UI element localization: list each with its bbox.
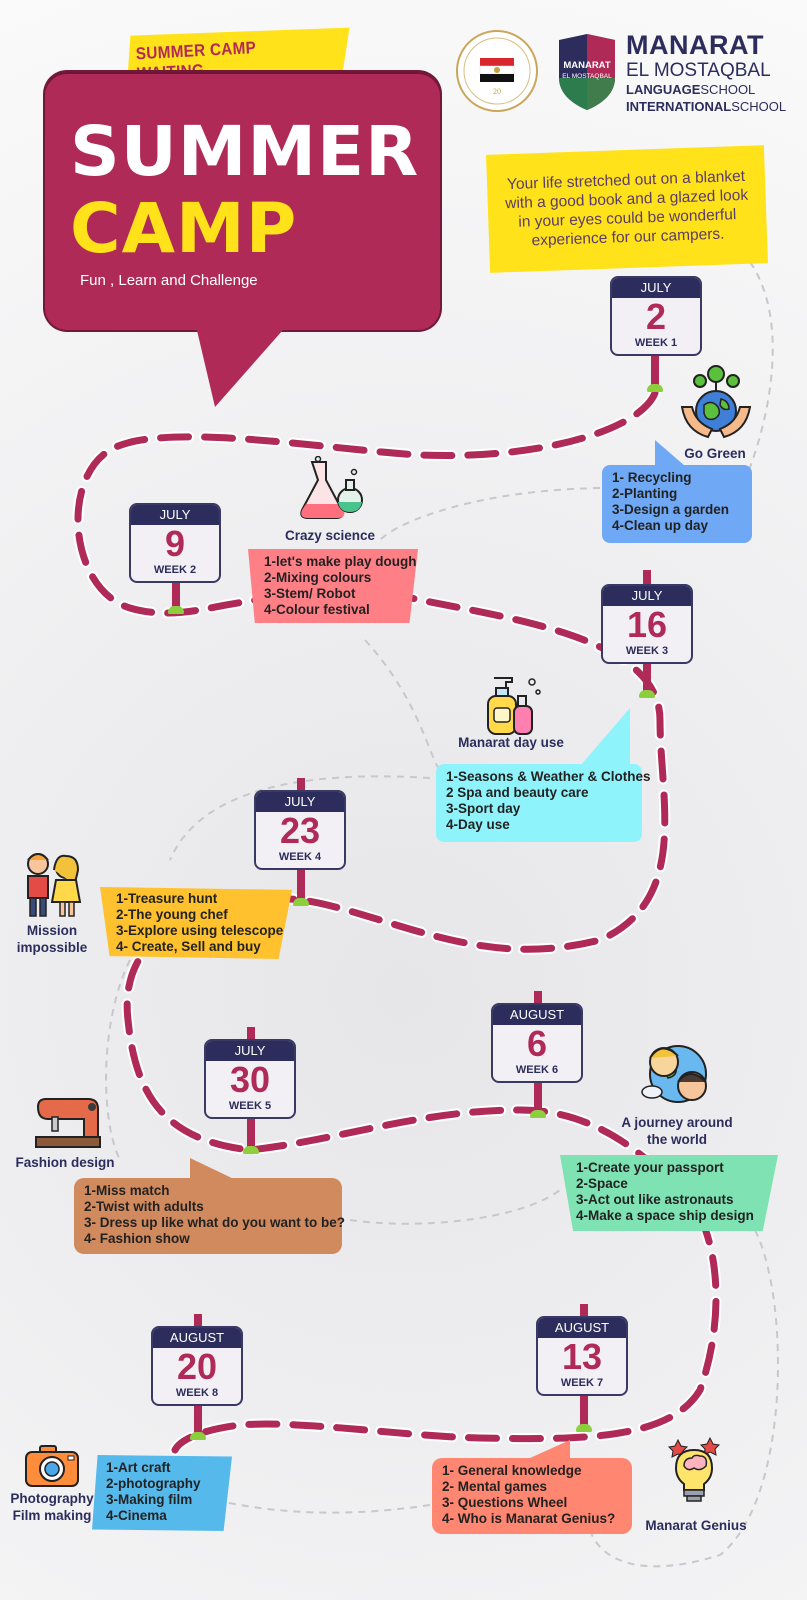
week7-box-tail [530,1440,570,1458]
week5-box-tail [190,1158,236,1180]
week3-pole [643,664,651,696]
activity-title-week8: Photography Film making [10,1491,94,1523]
week8-pole-top [194,1314,202,1328]
hero-card [45,72,440,330]
hero-subtitle: Fun , Learn and Challenge [80,272,258,289]
week4-pole-top [297,778,305,792]
week6-pole [534,1082,542,1118]
school-shield-logo: MANARAT EL MOSTAQBAL [559,34,615,110]
week3-box-tail [580,708,630,766]
lotion-bottle-icon [487,677,541,735]
brand-international-school: INTERNATIONALSCHOOL [626,99,787,114]
quote-text: Your life stretched out on a blanket wit… [504,167,749,250]
week3-pole-top [643,570,651,588]
hero-tail [195,322,290,407]
week3-grass [639,690,655,698]
brand-subname: EL MOSTAQBAL [626,60,771,81]
week1-grass [647,384,663,392]
week5-grass [243,1146,259,1154]
activity-title-week6: A journey around the world [621,1115,733,1147]
week5-pole [247,1117,255,1153]
week4-grass [293,898,309,906]
activity-title-week4: Mission impossible [16,923,88,955]
week2-pole [172,580,180,610]
week6-pole-top [534,991,542,1005]
activity-title-week5: Fashion design [15,1155,115,1170]
week1-pole [651,350,659,390]
week4-pole [297,868,305,904]
activity-title-week3: Manarat day use [458,735,564,750]
activity-title-week1: Go Green [684,446,746,461]
week8-grass [190,1432,206,1440]
week2-grass [168,606,184,614]
week5-pole-top [247,1027,255,1041]
hero-title-summer: SUMMER [70,112,420,192]
quote-card: Your life stretched out on a blanket wit… [486,145,768,273]
activity-title-week2: Crazy science [284,528,376,543]
plant-globe-icon [680,365,752,439]
brand-name: MANARAT [626,30,764,60]
world-kids-icon [641,1045,707,1103]
ministry-seal-logo: 20 [456,30,538,112]
week6-grass [530,1110,546,1118]
svg-text:20: 20 [493,87,501,96]
week8-pole [194,1406,202,1440]
activity-title-week7: Manarat Genius [645,1518,747,1533]
camera-icon [25,1445,79,1487]
hero-title-camp: CAMP [70,189,298,269]
week7-pole [580,1396,588,1432]
week7-grass [576,1424,592,1432]
week1-box-tail [655,440,685,466]
sewing-machine-icon [35,1098,101,1148]
kids-icon [27,853,82,917]
shield-text-2: EL MOSTAQBAL [562,73,612,80]
flask-icon [300,456,363,519]
shield-text-1: MANARAT [563,60,611,71]
brand-language-school: LANGUAGESCHOOL [626,82,756,97]
lightbulb-brain-icon [667,1436,721,1502]
week7-pole-top [580,1304,588,1318]
